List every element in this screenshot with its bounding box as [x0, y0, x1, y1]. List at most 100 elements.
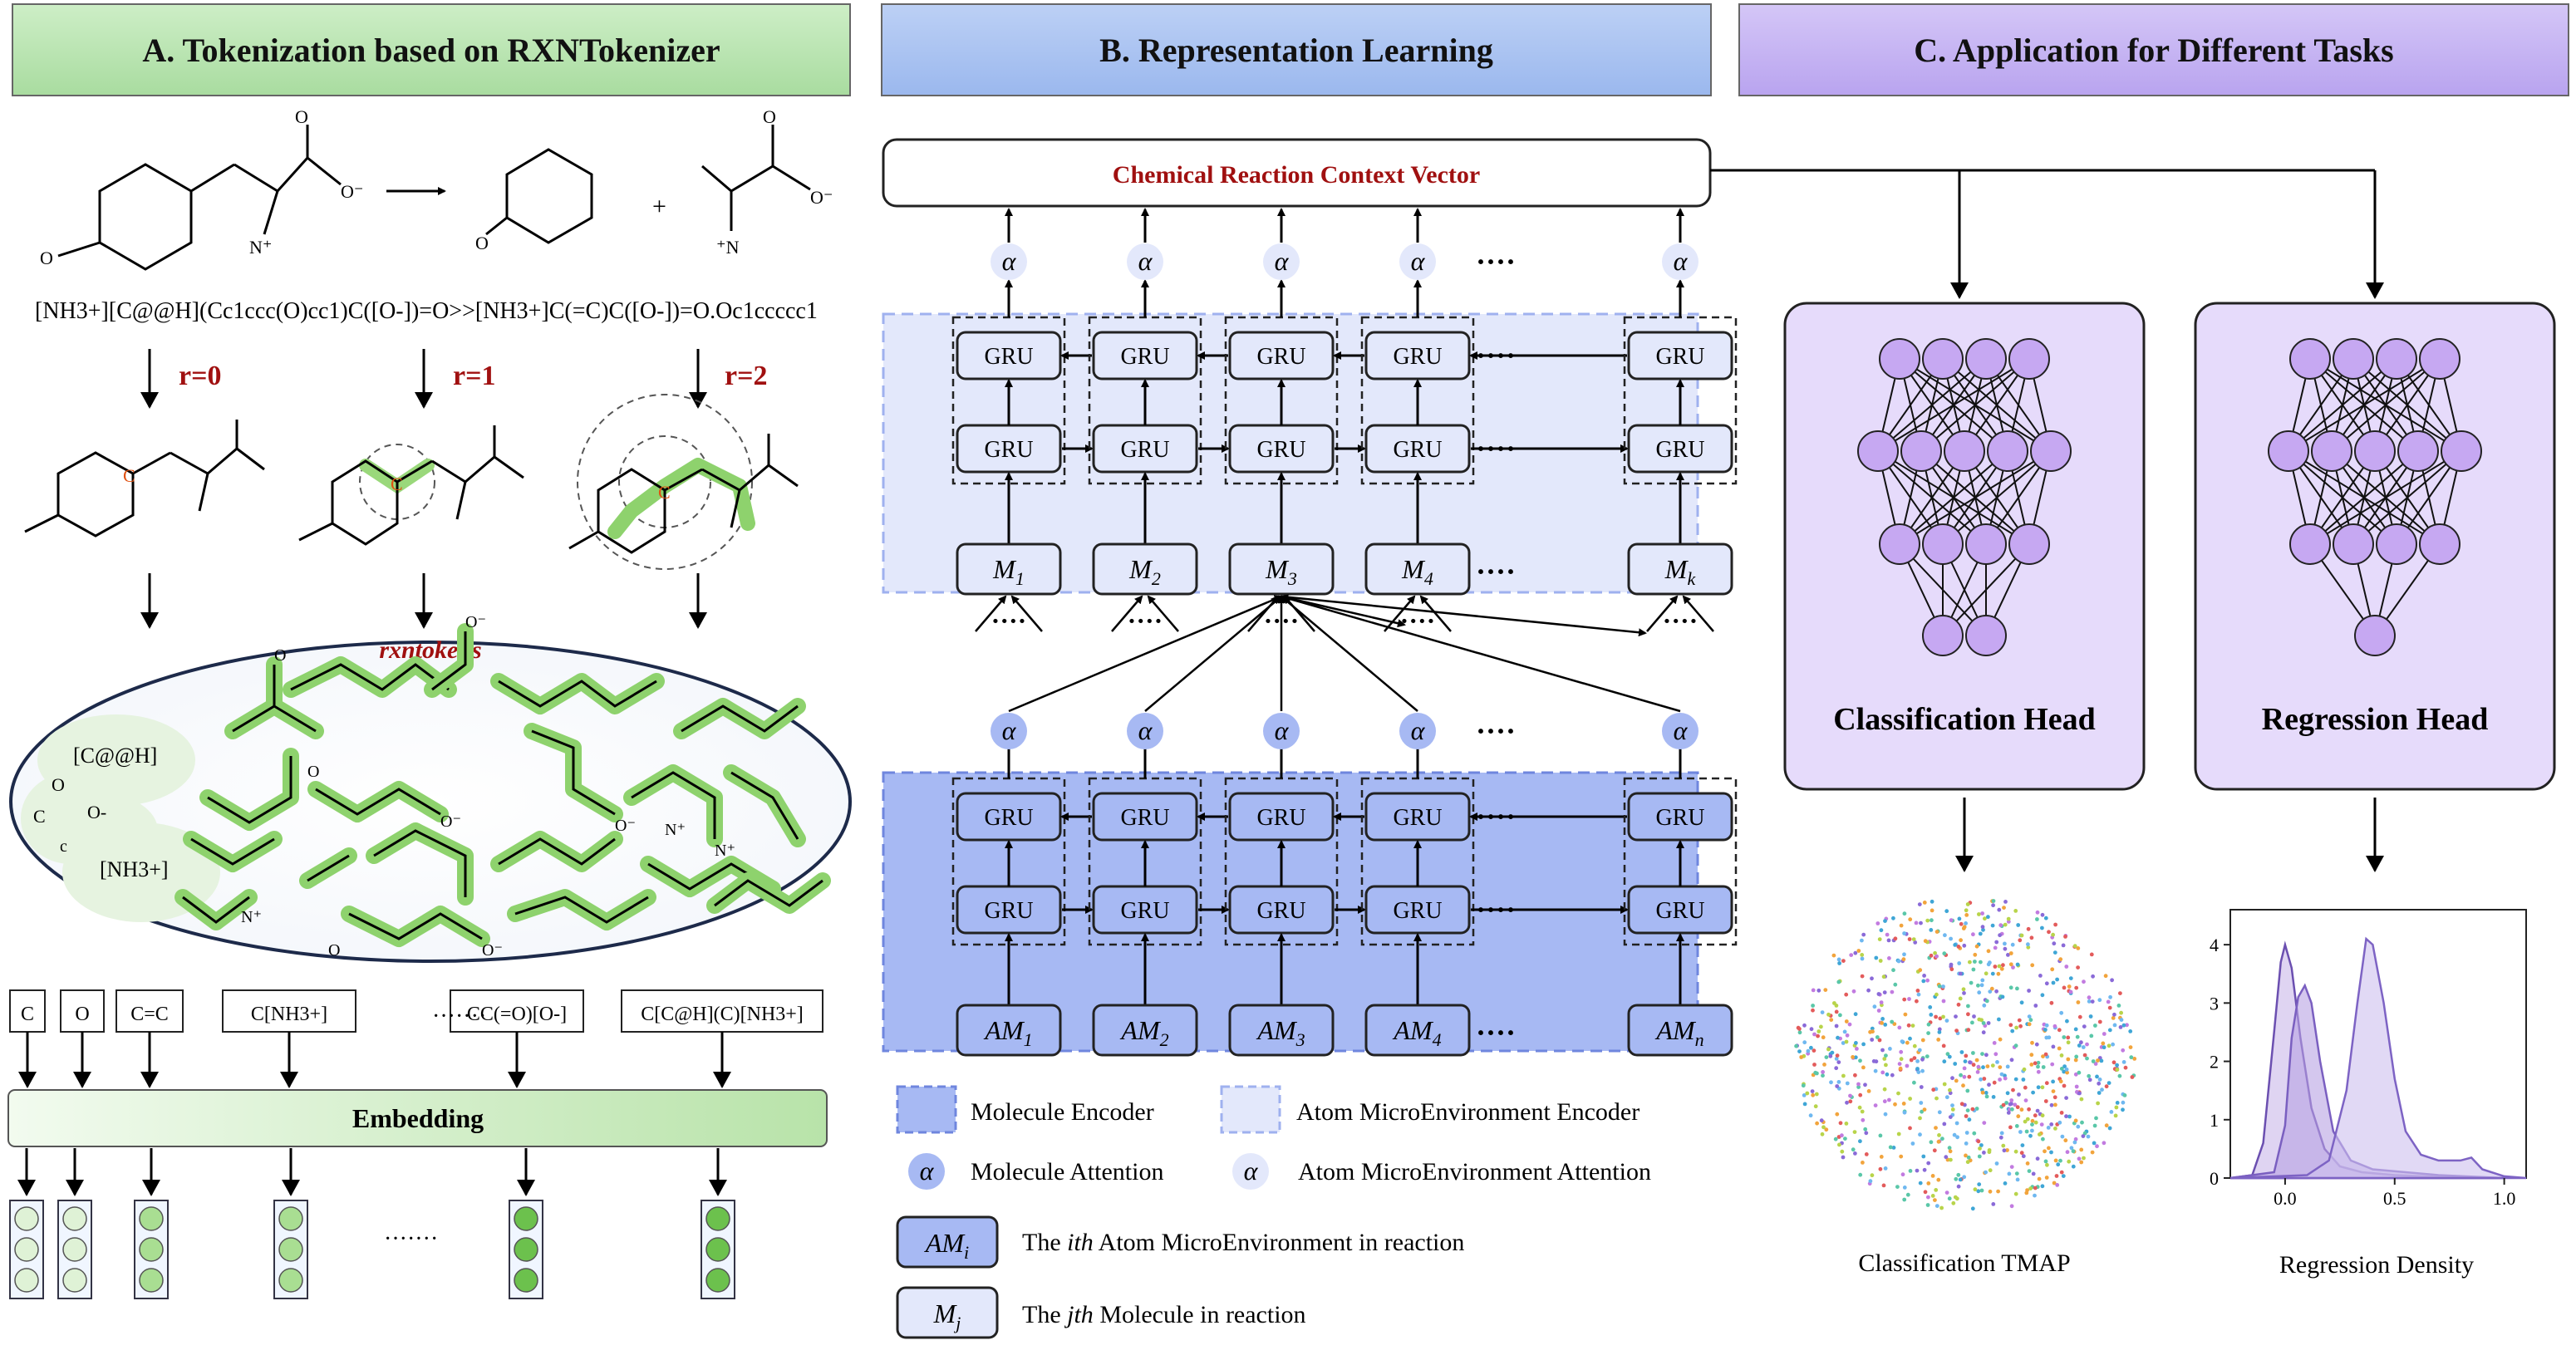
- alpha-symbol: α: [1275, 246, 1290, 276]
- tmap-point: [1900, 1039, 1905, 1043]
- tmap-point: [2064, 1114, 2068, 1119]
- tmap-point: [1878, 1166, 1883, 1171]
- tmap-point: [2076, 965, 2081, 970]
- tmap-point: [1941, 984, 1945, 989]
- net-node: [1965, 615, 2007, 656]
- tmap-point: [1853, 1055, 1858, 1060]
- tmap-point: [2033, 1186, 2038, 1190]
- alpha-symbol: α: [1002, 246, 1017, 276]
- molecule-attention: [1263, 713, 1300, 749]
- tmap-point: [2106, 999, 2111, 1004]
- tmap-point: [2030, 963, 2035, 968]
- tmap-point: [2062, 1035, 2067, 1039]
- tmap-point: [1985, 1064, 1990, 1068]
- vector-cell: [514, 1268, 538, 1293]
- tmap-point: [1979, 983, 1984, 988]
- tmap-point: [2107, 1005, 2112, 1010]
- tmap-point: [1977, 1017, 1982, 1022]
- input-arrow: [1384, 595, 1416, 632]
- tmap-point: [1991, 899, 1996, 903]
- ellipsis: ····: [1476, 1016, 1516, 1049]
- tmap-point: [1942, 1122, 1947, 1127]
- tmap-point: [2036, 1085, 2041, 1090]
- tmap-point: [2114, 1105, 2119, 1110]
- tmap-point: [1976, 1189, 1981, 1194]
- tmap-point: [1856, 1082, 1861, 1087]
- tmap-point: [1835, 1053, 1840, 1058]
- tmap-point: [2052, 1181, 2057, 1186]
- tmap-point: [2024, 1190, 2029, 1195]
- tmap-point: [1990, 923, 1995, 928]
- tmap-point: [1801, 1083, 1806, 1088]
- tmap-point: [2027, 989, 2032, 993]
- tmap-point: [2082, 1053, 2087, 1058]
- tmap-point: [1934, 992, 1939, 997]
- tmap-point: [1997, 1017, 2001, 1022]
- net-edge: [1877, 358, 1987, 452]
- tmap-point: [1993, 965, 1998, 969]
- tmap-point: [2011, 1087, 2015, 1092]
- tmap-point: [1984, 1053, 1989, 1058]
- tmap-point: [2071, 1164, 2076, 1169]
- tmap-point: [1971, 967, 1976, 972]
- tmap-point: [1913, 940, 1918, 945]
- tmap-point: [2009, 1098, 2014, 1102]
- tmap-point: [1884, 1063, 1888, 1068]
- alpha-symbol: α: [1138, 715, 1153, 745]
- tmap-point: [1971, 1063, 1976, 1068]
- tmap-point: [1984, 1091, 1989, 1095]
- tmap-point: [1891, 916, 1895, 920]
- tmap-point: [1806, 1048, 1811, 1053]
- tmap-point: [1937, 1110, 1942, 1115]
- tmap-point: [2010, 1107, 2014, 1112]
- ellipsis: ····: [1476, 555, 1516, 588]
- tmap-point: [2091, 1059, 2096, 1063]
- net-node: [2376, 338, 2417, 380]
- gru-label: GRU: [984, 898, 1033, 924]
- tmap-point: [2088, 1014, 2093, 1019]
- tmap-point: [1866, 988, 1871, 993]
- tmap-point: [2031, 1090, 2036, 1095]
- tmap-point: [1836, 957, 1841, 962]
- molecule-attention-link: [1280, 594, 1681, 713]
- tmap-point: [2051, 1079, 2056, 1084]
- tmap-point: [1948, 1149, 1953, 1154]
- tmap-point: [1999, 1131, 2004, 1136]
- token-cell: [1364, 1004, 1471, 1057]
- tmap-point: [2073, 1027, 2078, 1032]
- tmap-point: [2002, 1148, 2007, 1153]
- tmap-point: [1830, 1050, 1835, 1055]
- tmap-point: [1963, 1059, 1968, 1063]
- tmap-point: [2049, 1122, 2054, 1127]
- tmap-point: [1991, 1202, 1996, 1206]
- tmap-point: [2121, 1060, 2126, 1064]
- tmap-point: [1844, 1019, 1849, 1024]
- tmap-point: [2017, 1018, 2022, 1023]
- tmap-point: [2029, 1063, 2034, 1067]
- gru-label: GRU: [1655, 344, 1704, 370]
- tmap-point: [1820, 1132, 1825, 1136]
- net-node: [2333, 338, 2374, 380]
- tmap-point: [1853, 1012, 1858, 1017]
- tmap-point: [2064, 1067, 2069, 1072]
- tmap-point: [2008, 1102, 2013, 1107]
- ellipsis: ····: [1400, 606, 1436, 636]
- tmap-point: [1962, 925, 1967, 930]
- tmap-point: [1897, 1062, 1902, 1066]
- tmap-point: [1908, 1126, 1912, 1131]
- tmap-point: [1940, 1136, 1944, 1141]
- tmap-point: [1883, 1166, 1888, 1171]
- token-sub: 1: [1015, 568, 1025, 589]
- tmap-point: [1910, 1024, 1915, 1028]
- fragment-bond: [498, 680, 657, 708]
- token-cell: [1228, 1004, 1335, 1057]
- tmap-point: [2104, 1084, 2109, 1089]
- net-node: [2311, 430, 2352, 472]
- tmap-point: [1896, 959, 1901, 964]
- radius-label-1: r=1: [453, 361, 495, 391]
- token-symbol: M4: [1401, 554, 1433, 589]
- tmap-point: [2053, 1127, 2057, 1131]
- tmap-point: [1988, 960, 1992, 965]
- tmap-point: [1976, 983, 1980, 988]
